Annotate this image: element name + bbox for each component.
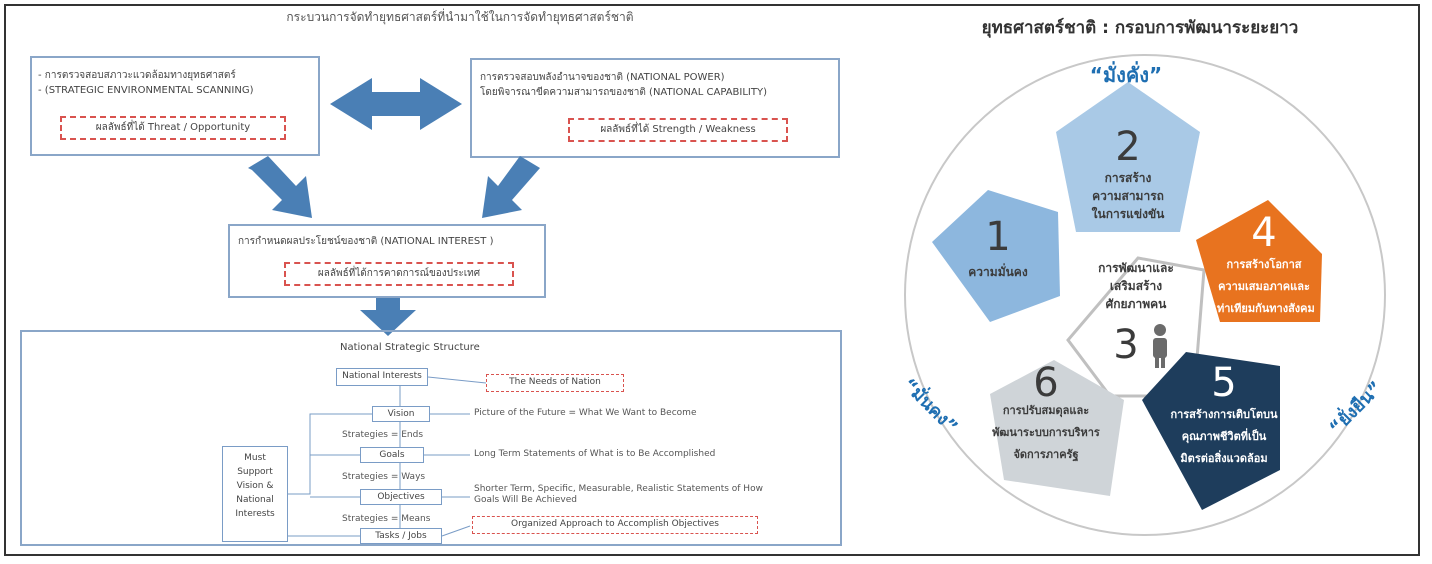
strategy-4-line-3: เท่าเทียมกันทางสังคม: [1213, 302, 1315, 315]
vision-description: Picture of the Future = What We Want to …: [474, 408, 697, 418]
strategy-3-line-1: การพัฒนาและ: [1098, 261, 1174, 275]
environment-scanning-box: - การตรวจสอบสภาวะแวดล้อมทางยุทธศาสตร์ - …: [30, 56, 320, 156]
strategy-5-line-2: คุณภาพชีวิตที่เป็น: [1182, 428, 1267, 444]
diag-arrow-right: [482, 156, 540, 218]
quote-prosperity: “มั่งคั่ง”: [1090, 60, 1162, 87]
strategy-circle-diagram: 2 การสร้าง ความสามารถ ในการแข่งขัน 1 ควา…: [898, 54, 1387, 536]
strategies-ends-label: Strategies = Ends: [342, 430, 424, 440]
tasks-node: Tasks / Jobs: [360, 528, 442, 544]
process-title: กระบวนการจัดทำยุทธศาสตร์ที่นำมาใช้ในการจ…: [286, 10, 634, 24]
power-result-box: ผลลัพธ์ที่ได้ Strength / Weakness: [568, 118, 788, 142]
strategy-2-number: 2: [1115, 124, 1140, 170]
must-support-box: Must Support Vision & National Interests: [222, 446, 288, 542]
strategy-3-line-3: ศักยภาพคน: [1106, 297, 1168, 311]
strategy-5-number: 5: [1211, 360, 1236, 406]
power-line-1: การตรวจสอบพลังอำนาจของชาติ (NATIONAL POW…: [480, 72, 725, 83]
strategy-4-line-2: ความเสมอภาคและ: [1218, 280, 1310, 293]
must-support-line-1: Must: [244, 453, 266, 463]
diag-arrow-left: [248, 156, 312, 218]
pentagon-4: [1196, 200, 1322, 322]
objectives-description-2: Goals Will Be Achieved: [474, 495, 577, 505]
strategy-4-line-1: การสร้างโอกาส: [1227, 257, 1302, 271]
pentagon-2: [1056, 82, 1200, 232]
env-line-1: - การตรวจสอบสภาวะแวดล้อมทางยุทธศาสตร์: [38, 70, 236, 81]
strategy-2-line-2: ความสามารถ: [1092, 189, 1164, 203]
interest-result-box: ผลลัพธ์ที่ได้การคาดการณ์ของประเทศ: [284, 262, 514, 286]
objectives-description-1: Shorter Term, Specific, Measurable, Real…: [474, 484, 763, 494]
must-support-line-3: Vision &: [236, 481, 274, 491]
interest-result-label: ผลลัพธ์ที่ได้การคาดการณ์ของประเทศ: [317, 268, 481, 279]
interest-line-1: การกำหนดผลประโยชน์ของชาติ (NATIONAL INTE…: [238, 236, 494, 247]
strategy-2-line-3: ในการแข่งขัน: [1092, 206, 1166, 221]
structure-title: National Strategic Structure: [340, 342, 480, 353]
national-interests-node: National Interests: [336, 368, 428, 386]
goals-node: Goals: [360, 447, 424, 463]
strategy-6-line-3: จัดการภาครัฐ: [1013, 448, 1078, 462]
must-support-line-4: National: [236, 495, 274, 505]
strategies-ways-label: Strategies = Ways: [342, 472, 426, 482]
strategy-5-line-3: มิตรต่อสิ่งแวดล้อม: [1180, 450, 1267, 465]
strategy-4-number: 4: [1251, 210, 1276, 256]
pentagon-1: [932, 190, 1060, 322]
down-arrow: [360, 298, 416, 336]
vision-node: Vision: [372, 406, 430, 422]
national-interest-box: การกำหนดผลประโยชน์ของชาติ (NATIONAL INTE…: [228, 224, 546, 298]
power-result-label: ผลลัพธ์ที่ได้ Strength / Weakness: [600, 124, 756, 135]
framework-title: ยุทธศาสตร์ชาติ : กรอบการพัฒนาระยะยาว: [981, 18, 1299, 38]
must-support-line-2: Support: [237, 467, 273, 477]
strategy-3-line-2: เสริมสร้าง: [1110, 279, 1162, 293]
power-line-2: โดยพิจารณาขีดความสามารถของชาติ (NATIONAL…: [480, 87, 767, 98]
pentagon-6: [990, 360, 1124, 496]
strategy-6-line-1: การปรับสมดุลและ: [1003, 404, 1089, 418]
objectives-node: Objectives: [360, 489, 442, 505]
flow-arrows: [248, 78, 540, 336]
structure-connectors: [288, 376, 487, 537]
env-line-2: - (STRATEGIC ENVIRONMENTAL SCANNING): [38, 85, 254, 96]
strategy-1-line-1: ความมั่นคง: [968, 263, 1028, 279]
strategy-5-line-1: การสร้างการเติบโตบน: [1170, 407, 1278, 421]
strategy-6-number: 6: [1033, 360, 1058, 406]
person-icon: [1153, 324, 1167, 368]
strategy-2-line-1: การสร้าง: [1105, 171, 1152, 185]
strategy-1-number: 1: [985, 214, 1010, 260]
needs-node: The Needs of Nation: [486, 374, 624, 392]
strategy-3-number: 3: [1113, 322, 1138, 368]
goals-description: Long Term Statements of What is to Be Ac…: [474, 449, 716, 459]
double-arrow: [330, 78, 462, 130]
pentagon-5: [1142, 352, 1280, 510]
strategy-6-line-2: พัฒนาระบบการบริหาร: [992, 426, 1100, 439]
national-strategic-structure: [20, 330, 842, 546]
env-result-label: ผลลัพธ์ที่ได้ Threat / Opportunity: [95, 122, 251, 133]
tasks-description: Organized Approach to Accomplish Objecti…: [472, 516, 758, 534]
national-power-box: การตรวจสอบพลังอำนาจของชาติ (NATIONAL POW…: [470, 58, 840, 158]
env-result-box: ผลลัพธ์ที่ได้ Threat / Opportunity: [60, 116, 286, 140]
must-support-line-5: Interests: [235, 509, 275, 519]
strategies-means-label: Strategies = Means: [342, 514, 431, 524]
